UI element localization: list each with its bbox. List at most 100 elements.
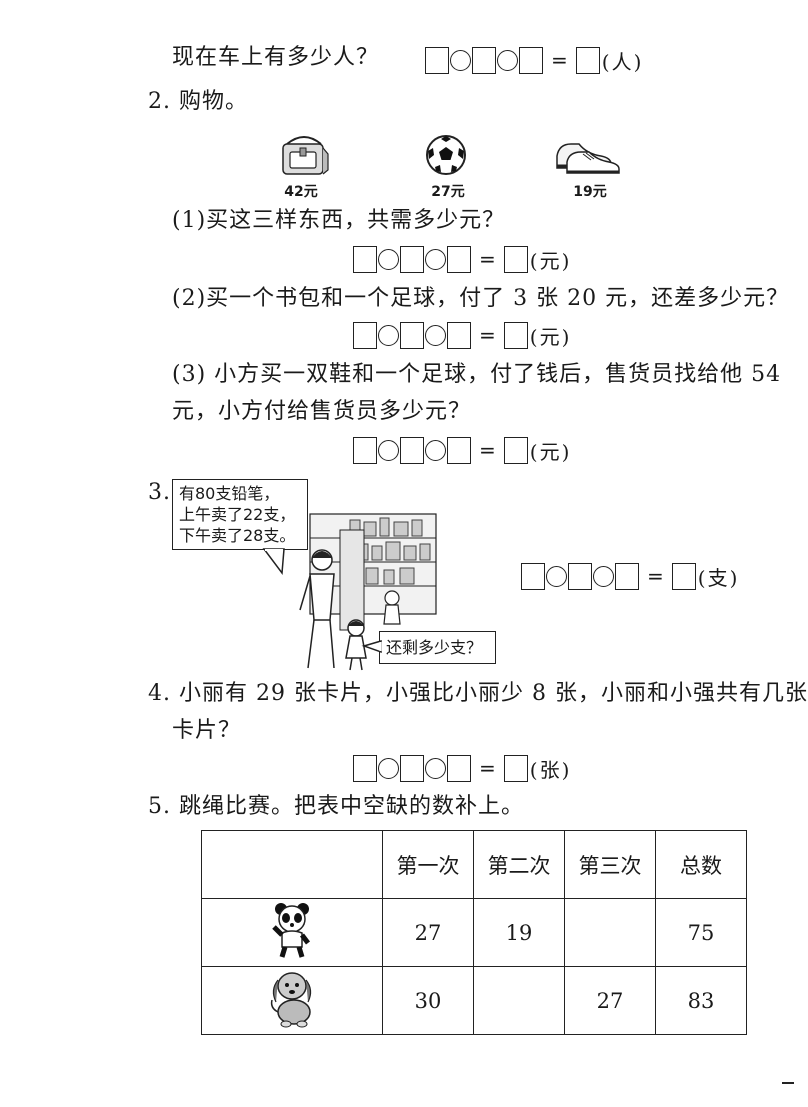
bubble-line: 上午卖了22支， <box>179 505 296 524</box>
equals-sign: = <box>479 247 496 271</box>
table-cell-blank[interactable] <box>564 898 656 967</box>
football-icon <box>426 135 466 175</box>
question-shopping-2: (2)买一个书包和一个足球，付了 3 张 20 元，还差多少元？ <box>172 286 790 311</box>
price-bag: 42元 <box>284 184 318 200</box>
header-cell-blank <box>201 830 383 899</box>
equals-sign: = <box>551 48 568 72</box>
unit-label: (人) <box>601 49 644 74</box>
page-edge-mark <box>782 1082 794 1084</box>
price-football: 27元 <box>431 184 465 200</box>
panda-icon <box>272 903 310 958</box>
speech-bubble-seller: 有80支铅笔， 上午卖了22支， 下午卖了28支。 <box>172 479 308 550</box>
answer-box[interactable] <box>568 562 592 590</box>
schoolbag-icon <box>282 136 329 175</box>
answer-row-shopping-1: = (元) <box>353 244 571 274</box>
operator-circle[interactable] <box>378 324 399 346</box>
answer-row-shopping-2: = (元) <box>353 320 571 350</box>
rope-skipping-table: 第一次 第二次 第三次 总数 27 19 75 <box>201 830 747 1035</box>
answer-box[interactable] <box>400 321 424 349</box>
result-box[interactable] <box>575 46 600 74</box>
result-box[interactable] <box>503 321 528 349</box>
result-box[interactable] <box>503 245 528 273</box>
shoes-icon <box>556 143 620 174</box>
speech-bubble-child: 还剩多少支？ <box>379 631 496 664</box>
unit-label: (张) <box>529 757 572 782</box>
table-header-row: 第一次 第二次 第三次 总数 <box>201 830 747 899</box>
question-bus: 现在车上有多少人？ <box>172 45 380 70</box>
operator-circle[interactable] <box>378 439 399 461</box>
section-title-rope: 5. 跳绳比赛。把表中空缺的数补上。 <box>148 794 524 819</box>
answer-row-bus: = (人) <box>425 45 643 75</box>
equals-sign: = <box>479 323 496 347</box>
table-cell: 83 <box>655 966 747 1035</box>
operator-circle[interactable] <box>593 565 614 587</box>
answer-row-shopping-3: = (元) <box>353 435 571 465</box>
result-box[interactable] <box>503 754 528 782</box>
answer-box[interactable] <box>447 321 471 349</box>
question-shopping-1: (1)买这三样东西，共需多少元？ <box>172 208 506 233</box>
answer-box[interactable] <box>472 46 496 74</box>
table-row: 27 19 75 <box>201 898 747 967</box>
equals-sign: = <box>479 756 496 780</box>
stationery-store-illustration <box>299 513 437 671</box>
answer-row-pencils: = (支) <box>521 561 739 591</box>
speech-bubble-tail <box>361 639 382 654</box>
answer-box[interactable] <box>353 245 377 273</box>
table-cell: 19 <box>473 898 565 967</box>
question-shopping-3-line1: (3) 小方买一双鞋和一个足球，付了钱后，售货员找给他 54 <box>172 362 782 387</box>
table-cell: 30 <box>382 966 474 1035</box>
row-icon-cell <box>201 898 383 967</box>
answer-row-cards: = (张) <box>353 753 571 783</box>
unit-label: (支) <box>697 565 740 590</box>
section-title-shopping: 2. 购物。 <box>148 89 248 114</box>
answer-box[interactable] <box>425 46 449 74</box>
answer-box[interactable] <box>353 754 377 782</box>
answer-box[interactable] <box>400 436 424 464</box>
answer-box[interactable] <box>353 436 377 464</box>
answer-box[interactable] <box>615 562 639 590</box>
answer-box[interactable] <box>447 436 471 464</box>
equals-sign: = <box>479 438 496 462</box>
question-cards-line2: 卡片？ <box>172 718 242 743</box>
operator-circle[interactable] <box>378 248 399 270</box>
answer-box[interactable] <box>447 245 471 273</box>
operator-circle[interactable] <box>450 49 471 71</box>
row-icon-cell <box>201 966 383 1035</box>
result-box[interactable] <box>671 562 696 590</box>
table-cell: 75 <box>655 898 747 967</box>
answer-box[interactable] <box>447 754 471 782</box>
question-cards-line1: 4. 小丽有 29 张卡片，小强比小丽少 8 张，小丽和小强共有几张 <box>148 681 808 706</box>
puppy-icon <box>270 972 312 1028</box>
answer-box[interactable] <box>519 46 543 74</box>
answer-box[interactable] <box>521 562 545 590</box>
answer-box[interactable] <box>400 245 424 273</box>
equals-sign: = <box>647 564 664 588</box>
section-number-pencils: 3. <box>148 480 171 505</box>
answer-box[interactable] <box>353 321 377 349</box>
table-cell-blank[interactable] <box>473 966 565 1035</box>
price-shoes: 19元 <box>573 184 607 200</box>
operator-circle[interactable] <box>425 439 446 461</box>
operator-circle[interactable] <box>378 757 399 779</box>
table-cell: 27 <box>564 966 656 1035</box>
answer-box[interactable] <box>400 754 424 782</box>
header-cell: 第二次 <box>473 830 565 899</box>
operator-circle[interactable] <box>425 324 446 346</box>
operator-circle[interactable] <box>425 757 446 779</box>
operator-circle[interactable] <box>546 565 567 587</box>
header-cell: 总数 <box>655 830 747 899</box>
speech-bubble-tail <box>262 548 285 576</box>
table-cell: 27 <box>382 898 474 967</box>
result-box[interactable] <box>503 436 528 464</box>
question-shopping-3-line2: 元，小方付给售货员多少元？ <box>172 399 472 424</box>
table-row: 30 27 83 <box>201 966 747 1035</box>
bubble-line: 有80支铅笔， <box>179 484 280 503</box>
header-cell: 第三次 <box>564 830 656 899</box>
bubble-line: 下午卖了28支。 <box>179 526 296 545</box>
unit-label: (元) <box>529 324 572 349</box>
unit-label: (元) <box>529 248 572 273</box>
header-cell: 第一次 <box>382 830 474 899</box>
operator-circle[interactable] <box>497 49 518 71</box>
operator-circle[interactable] <box>425 248 446 270</box>
unit-label: (元) <box>529 439 572 464</box>
